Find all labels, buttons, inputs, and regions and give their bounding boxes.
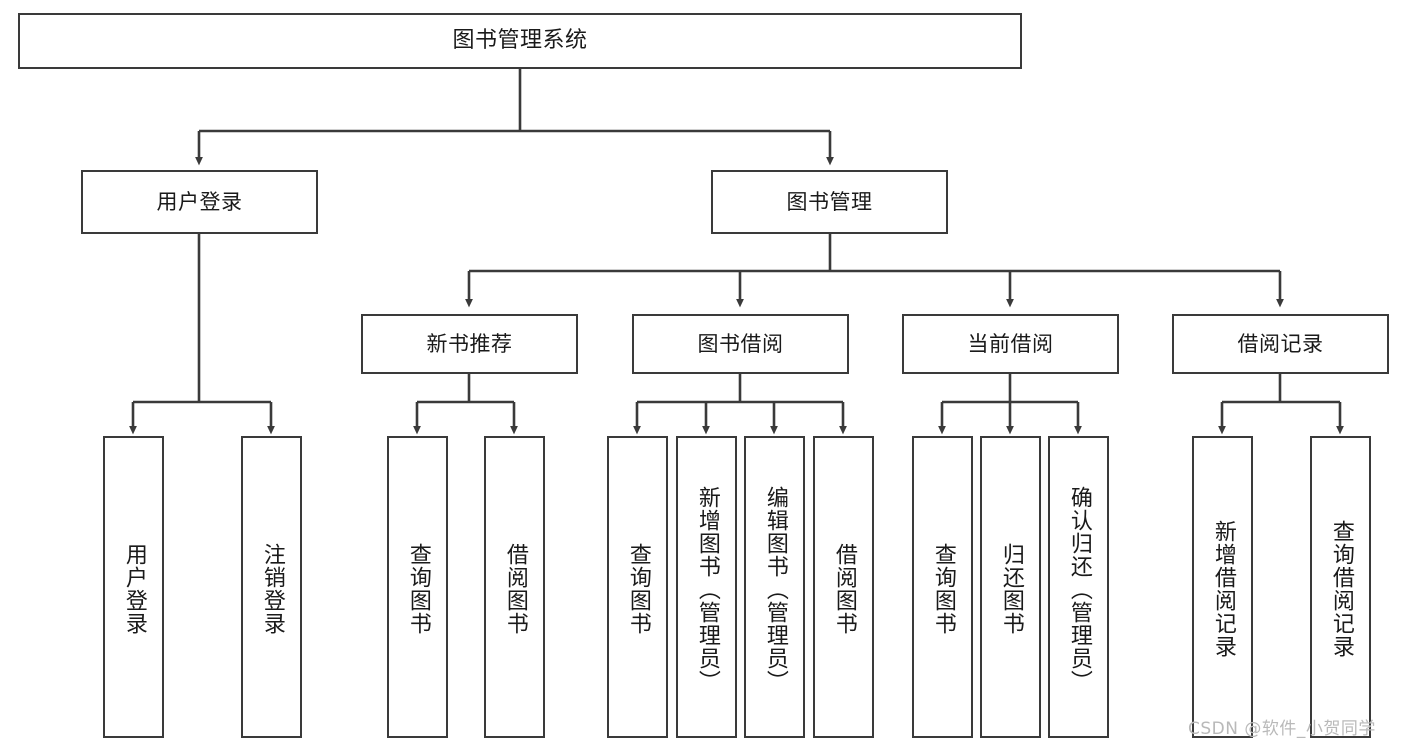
- node-root-label: 图书管理系统: [452, 28, 588, 54]
- node-leaf-user-login-label: 用户登录: [121, 543, 147, 635]
- node-new-book-recommend[interactable]: 新书推荐: [361, 314, 578, 374]
- node-leaf-user-login[interactable]: 用户登录: [103, 436, 164, 738]
- node-leaf-borrow-book-1[interactable]: 借阅图书: [484, 436, 545, 738]
- node-root[interactable]: 图书管理系统: [18, 13, 1022, 69]
- csdn-watermark: CSDN @软件_小贺同学: [1188, 719, 1376, 739]
- node-book-borrow[interactable]: 图书借阅: [632, 314, 849, 374]
- node-book-manage-label: 图书管理: [786, 189, 873, 214]
- node-leaf-return-book[interactable]: 归还图书: [980, 436, 1041, 738]
- node-leaf-return-book-label: 归还图书: [998, 543, 1024, 635]
- node-leaf-edit-book-label: 编辑图书（管理员）: [762, 485, 788, 693]
- node-book-borrow-label: 图书借阅: [697, 331, 784, 356]
- node-leaf-query-record-label: 查询借阅记录: [1328, 520, 1354, 658]
- node-leaf-borrow-book-1-label: 借阅图书: [502, 543, 528, 635]
- node-leaf-borrow-book-2-label: 借阅图书: [831, 543, 857, 635]
- node-leaf-query-record[interactable]: 查询借阅记录: [1310, 436, 1371, 738]
- node-borrow-record[interactable]: 借阅记录: [1172, 314, 1389, 374]
- node-current-borrow[interactable]: 当前借阅: [902, 314, 1119, 374]
- node-borrow-record-label: 借阅记录: [1237, 331, 1324, 356]
- node-leaf-add-book-label: 新增图书（管理员）: [694, 485, 720, 693]
- node-leaf-query-book-3-label: 查询图书: [930, 543, 956, 635]
- node-leaf-query-book-2[interactable]: 查询图书: [607, 436, 668, 738]
- node-leaf-add-record[interactable]: 新增借阅记录: [1192, 436, 1253, 738]
- node-leaf-add-book[interactable]: 新增图书（管理员）: [676, 436, 737, 738]
- node-leaf-query-book-3[interactable]: 查询图书: [912, 436, 973, 738]
- node-leaf-query-book-2-label: 查询图书: [625, 543, 651, 635]
- node-leaf-borrow-book-2[interactable]: 借阅图书: [813, 436, 874, 738]
- node-leaf-query-book-1-label: 查询图书: [405, 543, 431, 635]
- node-new-book-recommend-label: 新书推荐: [426, 331, 513, 356]
- node-user-login-label: 用户登录: [156, 189, 243, 214]
- node-leaf-logout[interactable]: 注销登录: [241, 436, 302, 738]
- node-user-login[interactable]: 用户登录: [81, 170, 318, 234]
- node-book-manage[interactable]: 图书管理: [711, 170, 948, 234]
- node-leaf-query-book-1[interactable]: 查询图书: [387, 436, 448, 738]
- node-leaf-edit-book[interactable]: 编辑图书（管理员）: [744, 436, 805, 738]
- node-leaf-confirm-return-label: 确认归还（管理员）: [1066, 485, 1092, 693]
- node-leaf-add-record-label: 新增借阅记录: [1210, 520, 1236, 658]
- node-current-borrow-label: 当前借阅: [967, 331, 1054, 356]
- node-leaf-confirm-return[interactable]: 确认归还（管理员）: [1048, 436, 1109, 738]
- node-leaf-logout-label: 注销登录: [259, 543, 285, 635]
